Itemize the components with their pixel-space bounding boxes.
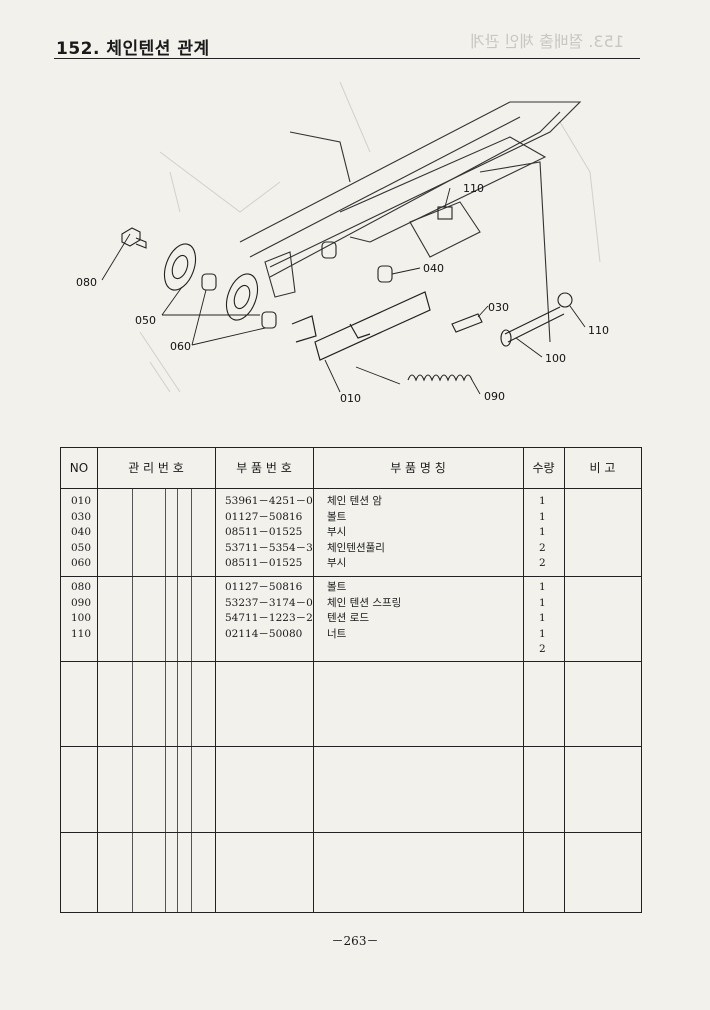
part-pulley-050 xyxy=(163,243,259,321)
part-bolt-030 xyxy=(451,313,483,333)
group2-qty: 1 1 1 1 2 xyxy=(539,581,546,655)
callout-010: 010 xyxy=(340,392,361,405)
parts-table: NO 관 리 번 호 부 품 번 호 부 품 명 칭 수량 비 고 010 03… xyxy=(60,447,642,913)
bleed-through-header: 153. 절배출 체인 관계 xyxy=(470,32,624,51)
callout-050: 050 xyxy=(135,314,156,327)
callout-100: 100 xyxy=(545,352,566,365)
header-part-no: 부 품 번 호 xyxy=(236,461,292,475)
callout-030: 030 xyxy=(488,301,509,314)
part-spring-090 xyxy=(407,374,473,382)
frame-structure xyxy=(239,101,582,343)
group1-part-name: 체인 텐션 암 볼트 부시 체인텐션풀리 부시 xyxy=(327,495,385,569)
callout-110-right: 110 xyxy=(588,324,609,337)
group1-part-no: 53961－4251－0 01127－50816 08511－01525 537… xyxy=(225,495,313,569)
part-bolt-080 xyxy=(121,227,147,249)
part-rod-100 xyxy=(500,306,565,347)
part-nut-110 xyxy=(437,206,573,308)
part-arm-010 xyxy=(291,291,431,361)
leader-lines xyxy=(101,187,586,395)
header-part-name: 부 품 명 칭 xyxy=(390,461,446,475)
header-remark: 비 고 xyxy=(589,461,616,475)
parts-diagram: 080 050 060 010 040 110 030 110 100 090 xyxy=(76,81,609,405)
callout-090: 090 xyxy=(484,390,505,403)
group2-part-no: 01127－50816 53237－3174－0 54711－1223－2 02… xyxy=(225,581,313,640)
page-number: －263－ xyxy=(331,934,379,948)
page-title: 152. 체인텐션 관계 xyxy=(56,39,210,59)
callout-060: 060 xyxy=(170,340,191,353)
callout-110-top: 110 xyxy=(463,182,484,195)
group1-no: 010 030 040 050 060 xyxy=(71,495,92,569)
header-no: NO xyxy=(69,461,89,475)
header-mgmt-no: 관 리 번 호 xyxy=(128,461,184,475)
header-qty: 수량 xyxy=(532,461,555,475)
callout-080: 080 xyxy=(76,276,97,289)
bleed-through-drawing xyxy=(139,81,601,393)
callout-labels: 080 050 060 010 040 110 030 110 100 090 xyxy=(76,182,609,405)
group1-qty: 1 1 1 2 2 xyxy=(539,495,546,569)
title-underline xyxy=(54,58,640,59)
group2-part-name: 볼트 체인 텐션 스프링 텐션 로드 너트 xyxy=(327,581,402,640)
group2-no: 080 090 100 110 xyxy=(71,581,92,640)
callout-040: 040 xyxy=(423,262,444,275)
